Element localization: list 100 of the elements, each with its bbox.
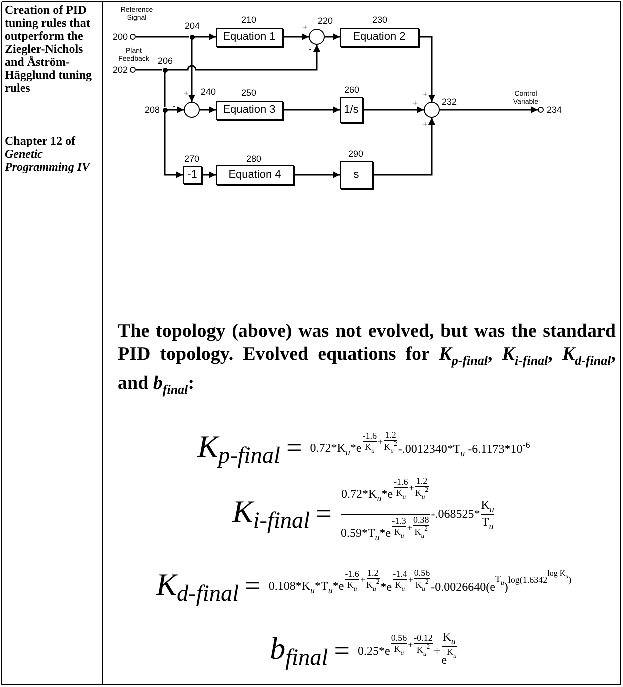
equation-term: *e [380,580,392,595]
equation-term: K$_{u}$ [447,647,457,660]
equals-sign: = [334,638,350,666]
summing-junction [424,102,440,118]
equation-term: ) [568,575,572,586]
reference-number: 250 [241,89,257,98]
equation-term: -.0012340*T$_{u}$ -6.1173*10$^{-6}$ [398,440,530,458]
summing-junction [309,29,325,45]
arrow [294,172,340,178]
equation-symbol: K$_{p-final}$ [198,430,280,468]
reference-number: 290 [348,150,364,159]
equation-term: K$_{u}$ [394,644,404,657]
equation-term: 0.72*K$_{u}$*e [342,486,394,504]
arrow [363,106,424,114]
equation-term: T$_{u}$ [496,574,504,587]
equation-term: 0.72*K$_{u}$*e [310,440,362,458]
arrow [168,106,184,114]
equation-term: 1.2 [416,476,428,486]
reference-number: 234 [547,106,562,115]
equation-term: K$_{u}$ [364,442,375,454]
transfer-block: 1/s [340,97,363,123]
sign-label: + [413,100,418,108]
reference-number: 210 [241,16,257,25]
reference-number: 230 [372,16,388,25]
terminal-circle [538,107,544,113]
equation-symbol: K$_{d-final}$ [156,568,240,606]
terminal-circle [130,34,136,40]
equation-term: + [407,522,412,533]
equation-term: 1.2 [385,430,396,440]
equation-term: + [409,483,414,494]
equation-term: + [408,640,414,650]
equation-term: + [434,644,441,660]
sign-label: - [173,103,176,111]
arrow [164,112,183,178]
connector-line [164,72,166,108]
equation-term: + [408,575,414,586]
transfer-block: Equation 3 [216,100,283,120]
junction-dot [162,108,168,112]
reference-number: 200 [112,33,128,42]
equation-term: -1.3 [392,516,406,526]
reference-number: 220 [318,17,334,26]
equation-term: -.068525* [431,507,480,522]
equation-term: T$_{u}$ [482,515,494,532]
paragraph: The topology (above) was not evolved, but was the standard PID topology. Evolved equations for K$_{p-final}$, K$_{i-final}$, K$_{d-final}$, and b$_{final}$: [118,320,616,399]
equation-symbol: b$_{final}$ [270,633,328,670]
arrow [283,106,340,114]
equation-term: K$_{u}$ [481,498,494,514]
sign-label: + [423,121,428,129]
transfer-block: Equation 2 [340,28,419,46]
arrow [168,45,320,71]
connector-line [136,69,162,71]
arrow [188,40,196,102]
equation-term: ) [504,580,508,595]
reference-number: 204 [185,22,200,31]
arrow [283,34,309,40]
reference-number: 208 [144,106,160,115]
reference-number: 280 [246,155,262,164]
reference-number: 232 [442,98,458,107]
arrow [373,118,436,176]
chapter-note: Chapter 12 of Genetic Programming IV [5,135,92,174]
equation-term: 0.56 [391,633,408,644]
equation-term: 0.108*K$_{u}$*T$_{u}$*e [268,578,344,596]
equation-term: K$_{u}$ [347,580,358,592]
junction-dot [162,68,168,72]
equation-term: log(1.6342 [508,575,548,586]
reference-number: 240 [201,88,216,97]
equation-term: 1.2 [368,568,379,578]
equation-term: K$_{u}$ [396,488,406,500]
arrow [194,34,216,40]
reference-number: 202 [112,66,128,75]
equation-term: K$_{u}$ [394,526,404,540]
equation-term: -1.4 [393,568,408,578]
equation-symbol: K$_{i-final}$ [232,496,310,534]
sign-label: - [309,46,312,54]
transfer-block: Equation 1 [216,28,283,46]
terminal-circle [130,67,136,73]
junction-dot [190,34,194,40]
equation-term: K$_{u}$ [442,630,456,646]
equation-term: -0.0026640(e [431,580,496,595]
equation-term: + [378,437,384,448]
equals-sign: = [316,500,332,529]
arrow [200,106,216,114]
sign-label: + [303,24,308,32]
equation-term: 0.59*T$_{u}$*e [340,526,392,543]
summing-junction [184,102,200,118]
arrow [202,172,216,178]
connector-line [136,36,190,38]
arrow [325,34,340,40]
equation-term: e [442,653,448,668]
equation-term: 0.25*e [358,644,390,660]
equation-term: -1.6 [362,430,377,440]
equation-term: 0.56 [414,568,430,578]
sign-label: + [423,91,428,99]
equation-term: -1.6 [394,476,408,486]
equals-sign: = [286,435,302,464]
reference-number: 270 [184,155,200,164]
arrow [419,36,436,102]
equation-term: -0.12 [414,632,433,643]
equals-sign: = [245,573,261,602]
equation-term: 0.38 [413,515,430,526]
